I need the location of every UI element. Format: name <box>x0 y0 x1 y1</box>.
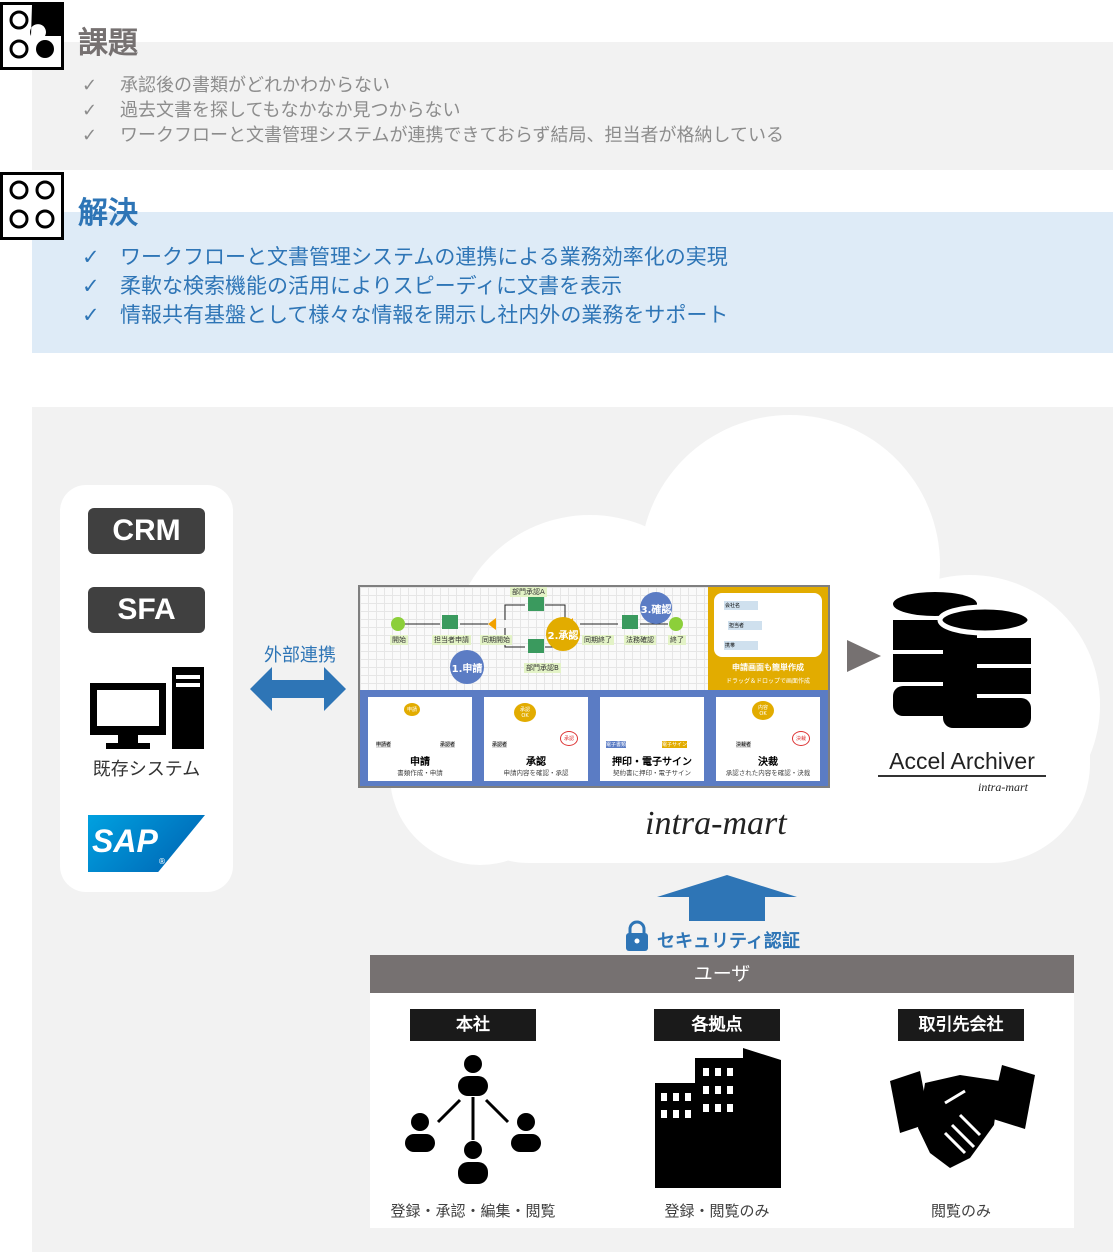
lock-icon <box>626 920 648 951</box>
user-group-label: 取引先会社 <box>898 1009 1024 1041</box>
list-item: ✓ワークフローと文書管理システムが連携できておらず結局、担当者が格納している <box>82 125 785 146</box>
solution-list: ✓ワークフローと文書管理システムの連携による業務効率化の実現 ✓柔軟な検索機能の… <box>82 243 728 330</box>
user-group-caption: 閲覧のみ <box>930 1202 991 1220</box>
external-link-label: 外部連携 <box>264 645 336 666</box>
security-label: セキュリティ認証 <box>657 931 800 952</box>
user-group-caption: 登録・閲覧のみ <box>664 1202 770 1220</box>
issues-title: 課題 <box>78 26 138 61</box>
handshake-icon <box>890 1065 1035 1168</box>
workflow-step: 押印・電子サイン契約書に押印・電子サイン電子書類電子サイン <box>600 697 704 781</box>
workflow-diagram: 開始 担当者申請 同期開始 部門承認A 部門承認B 同期終了 法務確認 終了 1… <box>360 587 708 690</box>
archiver-brand: intra-mart <box>978 780 1029 794</box>
intramart-logo: intra-mart <box>645 805 787 842</box>
crm-label: CRM <box>88 508 205 554</box>
sfa-label: SFA <box>88 587 205 633</box>
workflow-step: 申請書類作成・申請申請者承認者申請 <box>368 697 472 781</box>
puzzle-icon <box>0 2 64 70</box>
puzzle-icon <box>0 172 64 240</box>
right-triangle-icon <box>847 640 881 672</box>
accel-archiver-label: Accel Archiver <box>878 748 1046 777</box>
user-group-label: 本社 <box>410 1009 536 1041</box>
network-people-icon <box>405 1055 541 1184</box>
user-group-label: 各拠点 <box>654 1009 780 1041</box>
list-item: ✓承認後の書類がどれかわからない <box>82 75 390 96</box>
buildings-icon <box>655 1048 781 1188</box>
list-item: ✓柔軟な検索機能の活用によりスピーディに文書を表示 <box>82 274 623 298</box>
up-arrow-icon <box>657 875 797 921</box>
workflow-screenshot: 開始 担当者申請 同期開始 部門承認A 部門承認B 同期終了 法務確認 終了 1… <box>358 585 830 788</box>
list-item: ✓ワークフローと文書管理システムの連携による業務効率化の実現 <box>82 245 728 269</box>
user-group-caption: 登録・承認・編集・閲覧 <box>390 1202 556 1220</box>
solution-title: 解決 <box>78 196 138 231</box>
form-builder-panel: 会社名 担当者 携帯 申請画面も簡単作成 ドラッグ＆ドロップで画面作成 <box>708 587 828 690</box>
issues-panel <box>32 42 1113 170</box>
users-header: ユーザ <box>370 955 1074 993</box>
database-icon <box>893 592 1033 728</box>
bidirectional-arrow-icon <box>250 667 346 711</box>
list-item: ✓情報共有基盤として様々な情報を開示し社内外の業務をサポート <box>82 303 729 327</box>
solution-panel <box>32 212 1113 353</box>
computer-icon <box>90 667 204 749</box>
list-item: ✓過去文書を探してもなかなか見つからない <box>82 100 461 121</box>
existing-system-label: 既存システム <box>92 759 201 780</box>
issues-list: ✓承認後の書類がどれかわからない ✓過去文書を探してもなかなか見つからない ✓ワ… <box>82 73 784 148</box>
